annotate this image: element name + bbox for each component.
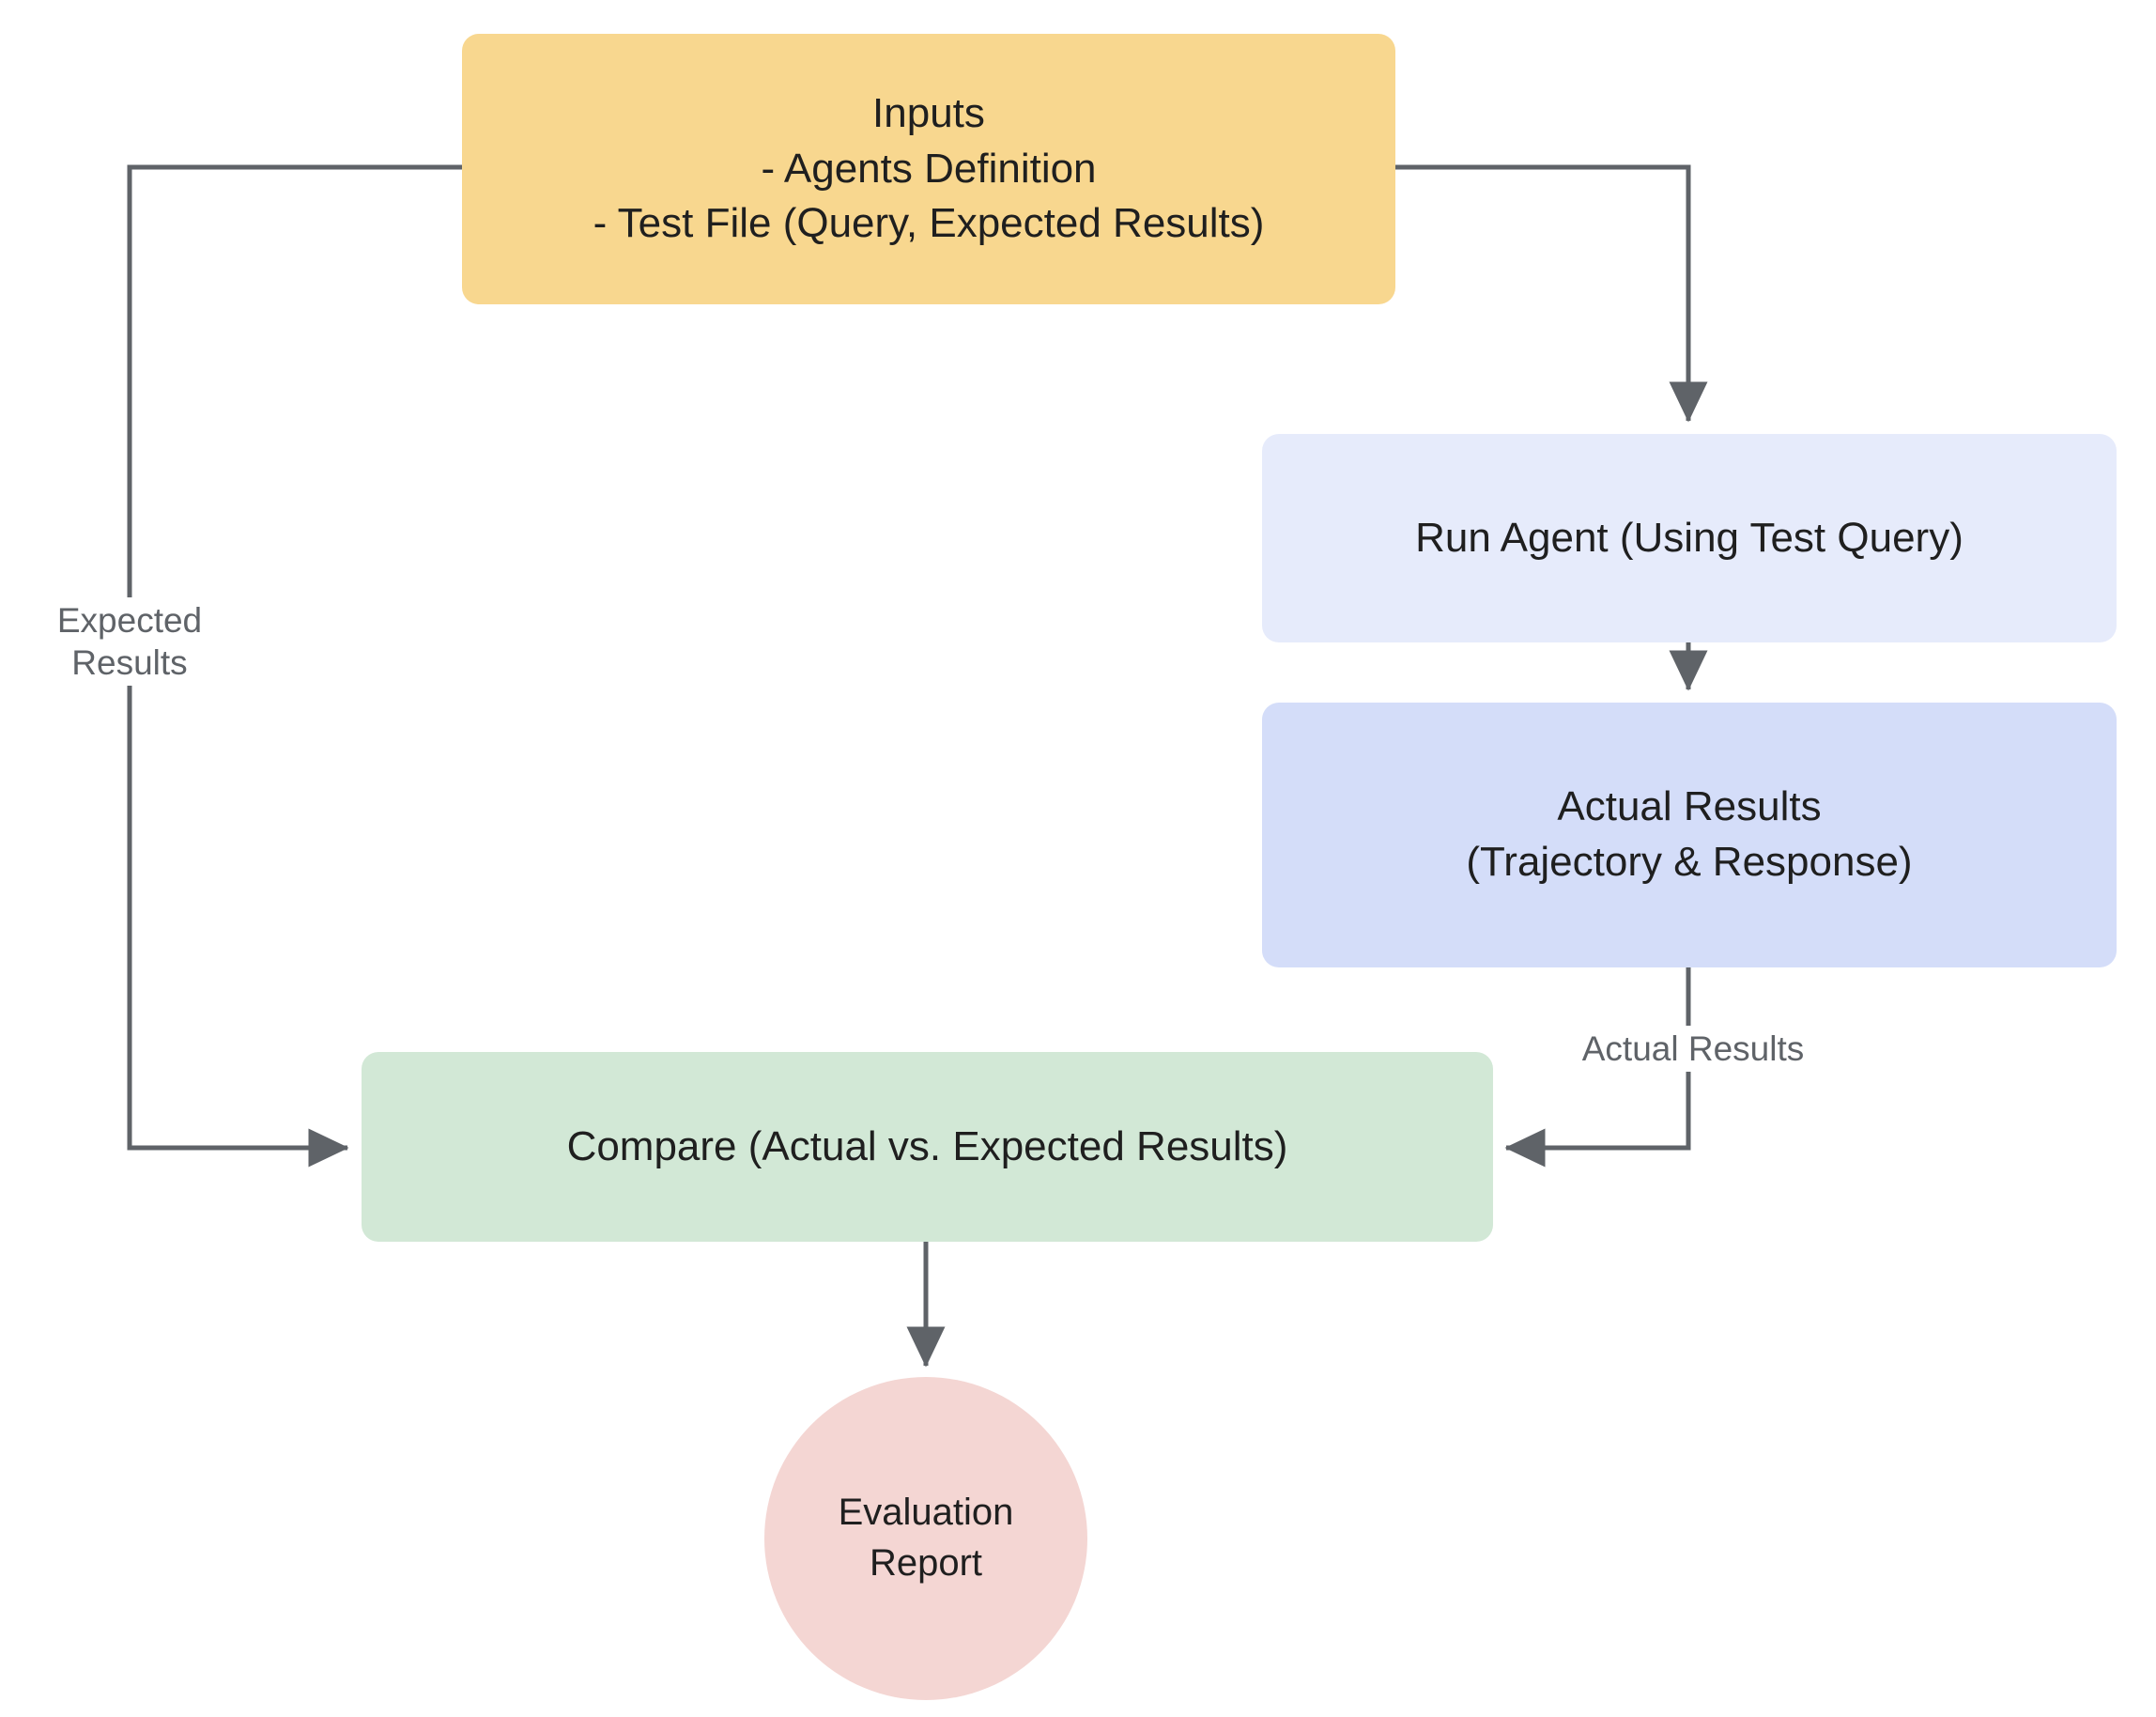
node-evaluation-report-label: Evaluation Report: [838, 1492, 1014, 1584]
edge-inputs-to-run-agent: [1395, 164, 1708, 423]
node-compare-label: Compare (Actual vs. Expected Results): [566, 1122, 1288, 1169]
edge-label-expected-results: Expected Results: [28, 597, 231, 687]
node-evaluation-report[interactable]: Evaluation Report: [764, 1377, 1087, 1700]
edge-label-actual-results: Actual Results: [1557, 1026, 1829, 1073]
node-inputs[interactable]: Inputs - Agents Definition - Test File (…: [462, 34, 1395, 304]
node-compare[interactable]: Compare (Actual vs. Expected Results): [362, 1052, 1493, 1242]
node-actual-results[interactable]: Actual Results (Trajectory & Response): [1262, 703, 2117, 967]
node-run-agent-label: Run Agent (Using Test Query): [1415, 514, 1964, 561]
node-run-agent[interactable]: Run Agent (Using Test Query): [1262, 434, 2117, 642]
node-inputs-label: Inputs - Agents Definition - Test File (…: [593, 89, 1265, 247]
node-actual-results-label: Actual Results (Trajectory & Response): [1466, 783, 1913, 885]
